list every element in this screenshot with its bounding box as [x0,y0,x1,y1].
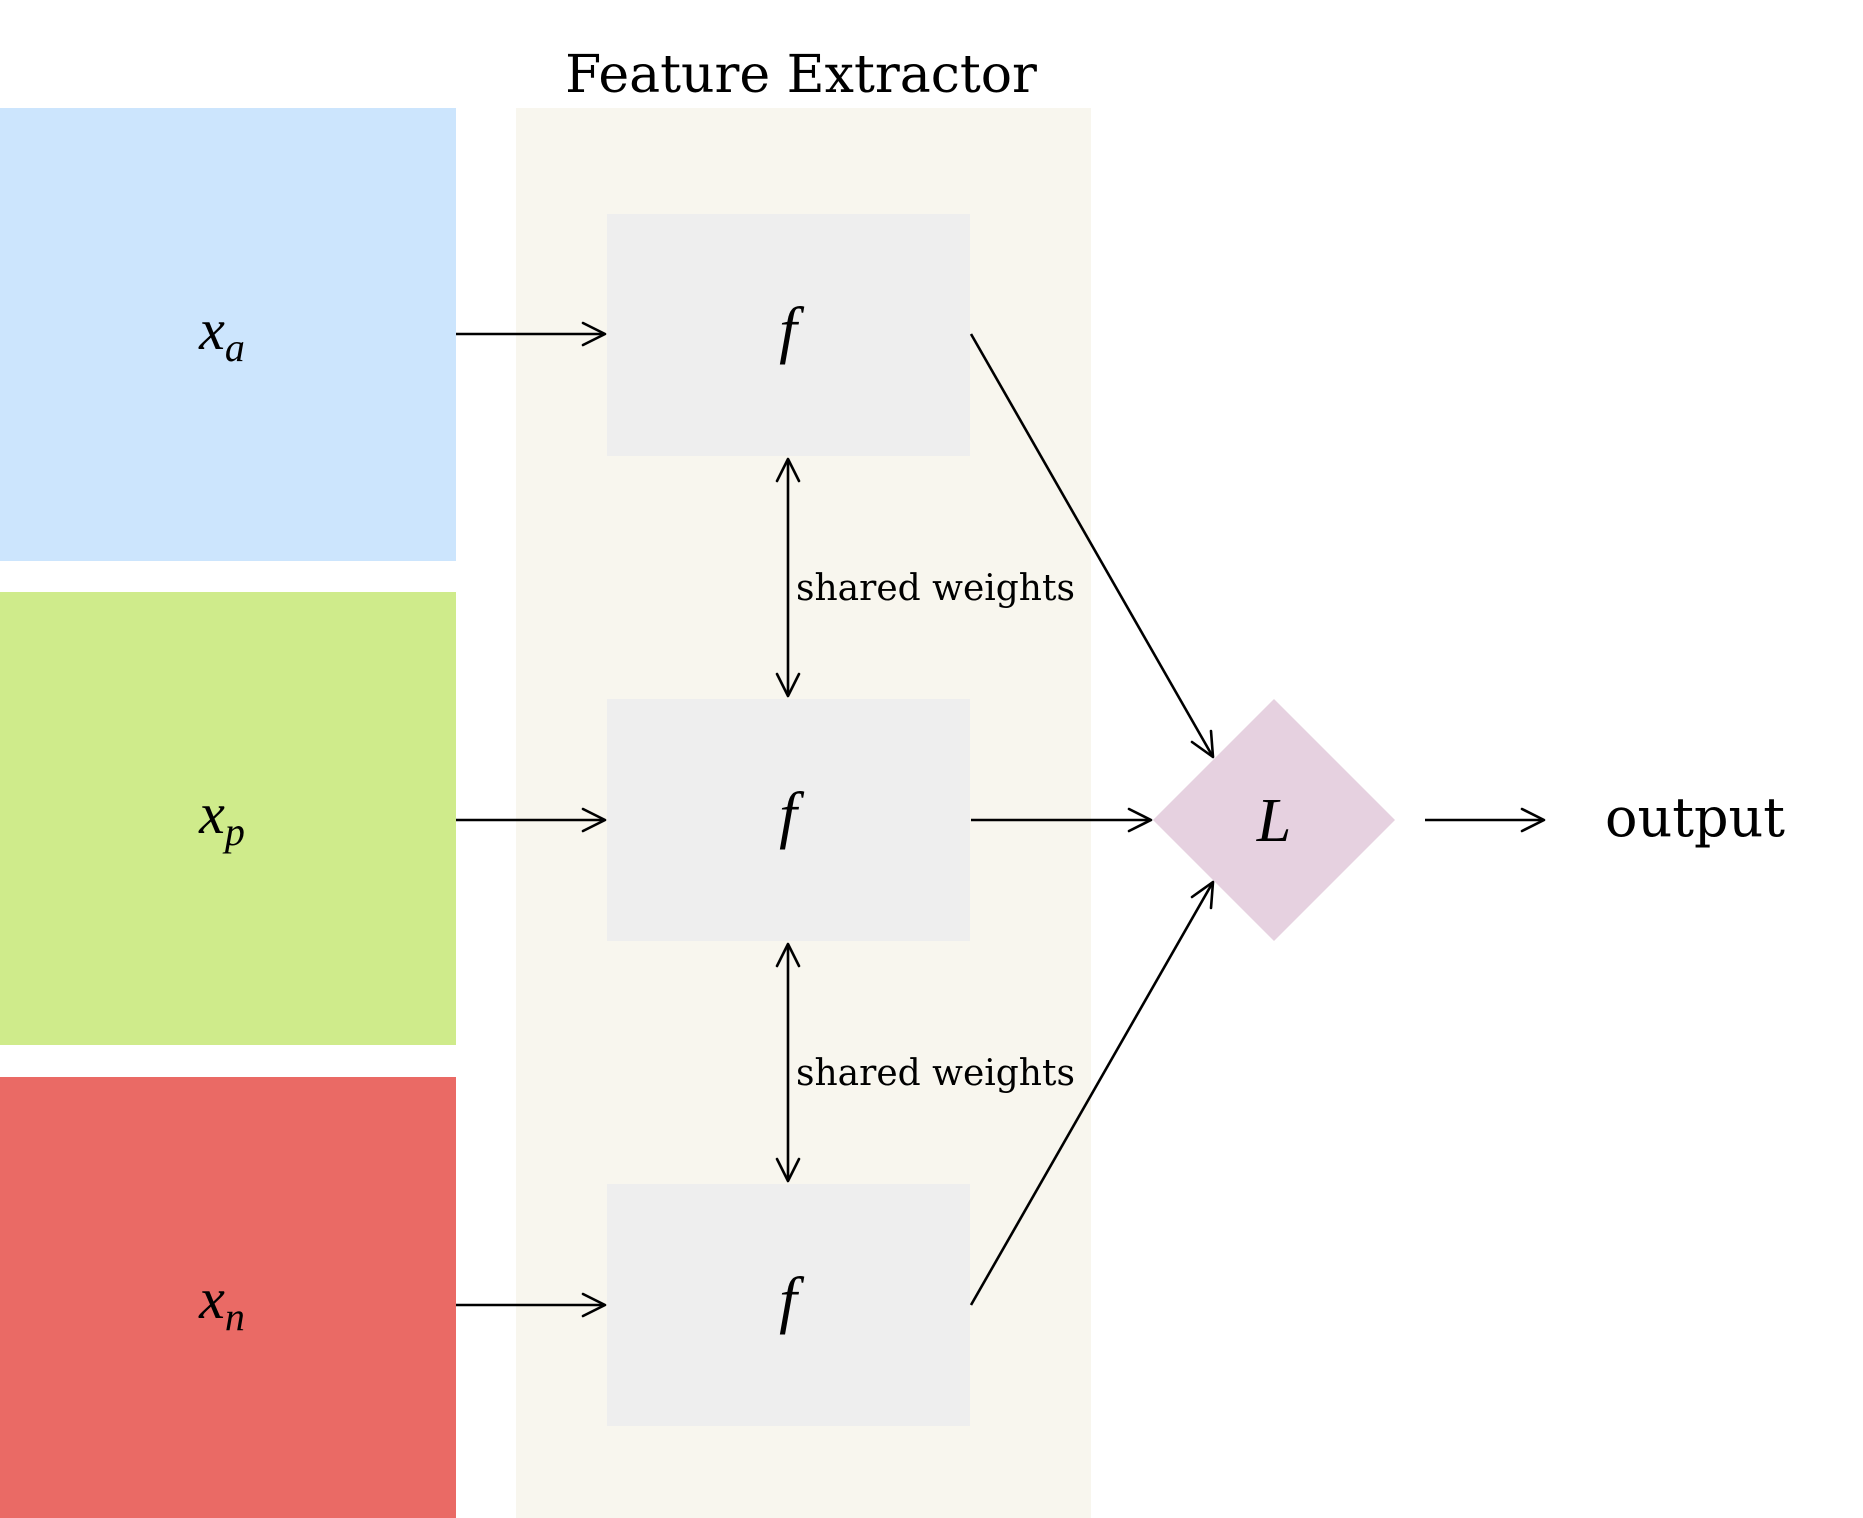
loss-label: L [1256,787,1291,855]
arrow-input-positive-to-block [456,807,607,833]
output-label: output [1605,786,1785,849]
function-block-top: f [607,214,970,456]
function-block-middle-box [607,699,970,941]
function-block-middle: f [607,699,970,941]
arrow-middle-block-to-loss [971,807,1153,833]
loss-node: L [1153,699,1395,941]
function-block-bottom-box [607,1184,970,1426]
input-anchor: xa [0,108,456,561]
input-positive: xp [0,592,456,1045]
input-negative-label: xn [198,1266,245,1339]
arrow-top-block-to-loss [969,333,1215,759]
arrow-loss-to-output [1425,807,1546,833]
feature-extractor-title: Feature Extractor [565,45,1037,105]
arrow-input-anchor-to-block [456,321,607,347]
arrow-input-negative-to-block [456,1292,607,1318]
shared-weights-arrow-bottom [775,942,801,1183]
function-block-top-box [607,214,970,456]
shared-weights-label-top: shared weights [796,568,1075,609]
input-positive-label: xp [198,781,245,854]
input-positive-box [0,592,456,1045]
loss-diamond [1153,699,1395,941]
input-anchor-box [0,108,456,561]
input-anchor-label: xa [198,297,245,370]
shared-weights-label-bottom: shared weights [796,1053,1075,1094]
arrow-bottom-block-to-loss [969,880,1215,1306]
function-block-bottom: f [607,1184,970,1426]
input-negative-box [0,1077,456,1518]
shared-weights-arrow-top [775,457,801,698]
input-negative: xn [0,1077,456,1518]
